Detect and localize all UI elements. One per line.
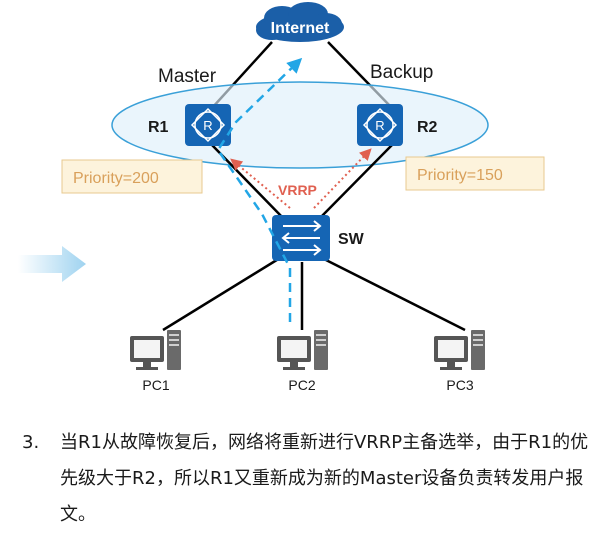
r2-label: R2	[417, 119, 438, 136]
internet-label: Internet	[271, 20, 330, 37]
vrrp-advertisement-arrows	[230, 148, 372, 209]
r1-priority-text: Priority=200	[73, 170, 159, 187]
caption-number: 3.	[22, 432, 40, 453]
svg-text:R: R	[203, 118, 212, 133]
r2-priority-text: Priority=150	[417, 167, 503, 184]
vrrp-group-ellipse	[111, 81, 489, 169]
vrrp-label: VRRP	[278, 182, 317, 198]
traffic-path	[216, 57, 303, 322]
pc2-icon	[277, 330, 328, 370]
internet-cloud	[256, 2, 344, 42]
r1-router-icon: R	[185, 104, 231, 146]
r1-priority-box	[61, 159, 203, 194]
pc1-icon	[130, 330, 181, 370]
pc3-icon	[434, 330, 485, 370]
r1-label: R1	[148, 119, 169, 136]
pc1-label: PC1	[142, 377, 169, 393]
caption: 3. 当R1从故障恢复后，网络将重新进行VRRP主备选举，由于R1的优先级大于R…	[22, 425, 597, 533]
switch-label: SW	[338, 231, 365, 248]
flow-arrow-icon	[18, 246, 86, 282]
master-label: Master	[158, 66, 217, 87]
pc2-label: PC2	[288, 377, 315, 393]
r2-priority-box	[405, 156, 545, 191]
r2-router-icon: R	[357, 104, 403, 146]
pc3-label: PC3	[446, 377, 473, 393]
network-diagram: Internet Master Backup R R1 R R2 Priorit…	[18, 2, 545, 393]
backup-label: Backup	[370, 62, 433, 83]
caption-text: 当R1从故障恢复后，网络将重新进行VRRP主备选举，由于R1的优先级大于R2，所…	[60, 432, 589, 525]
svg-text:R: R	[375, 118, 384, 133]
switch-icon	[272, 215, 330, 261]
